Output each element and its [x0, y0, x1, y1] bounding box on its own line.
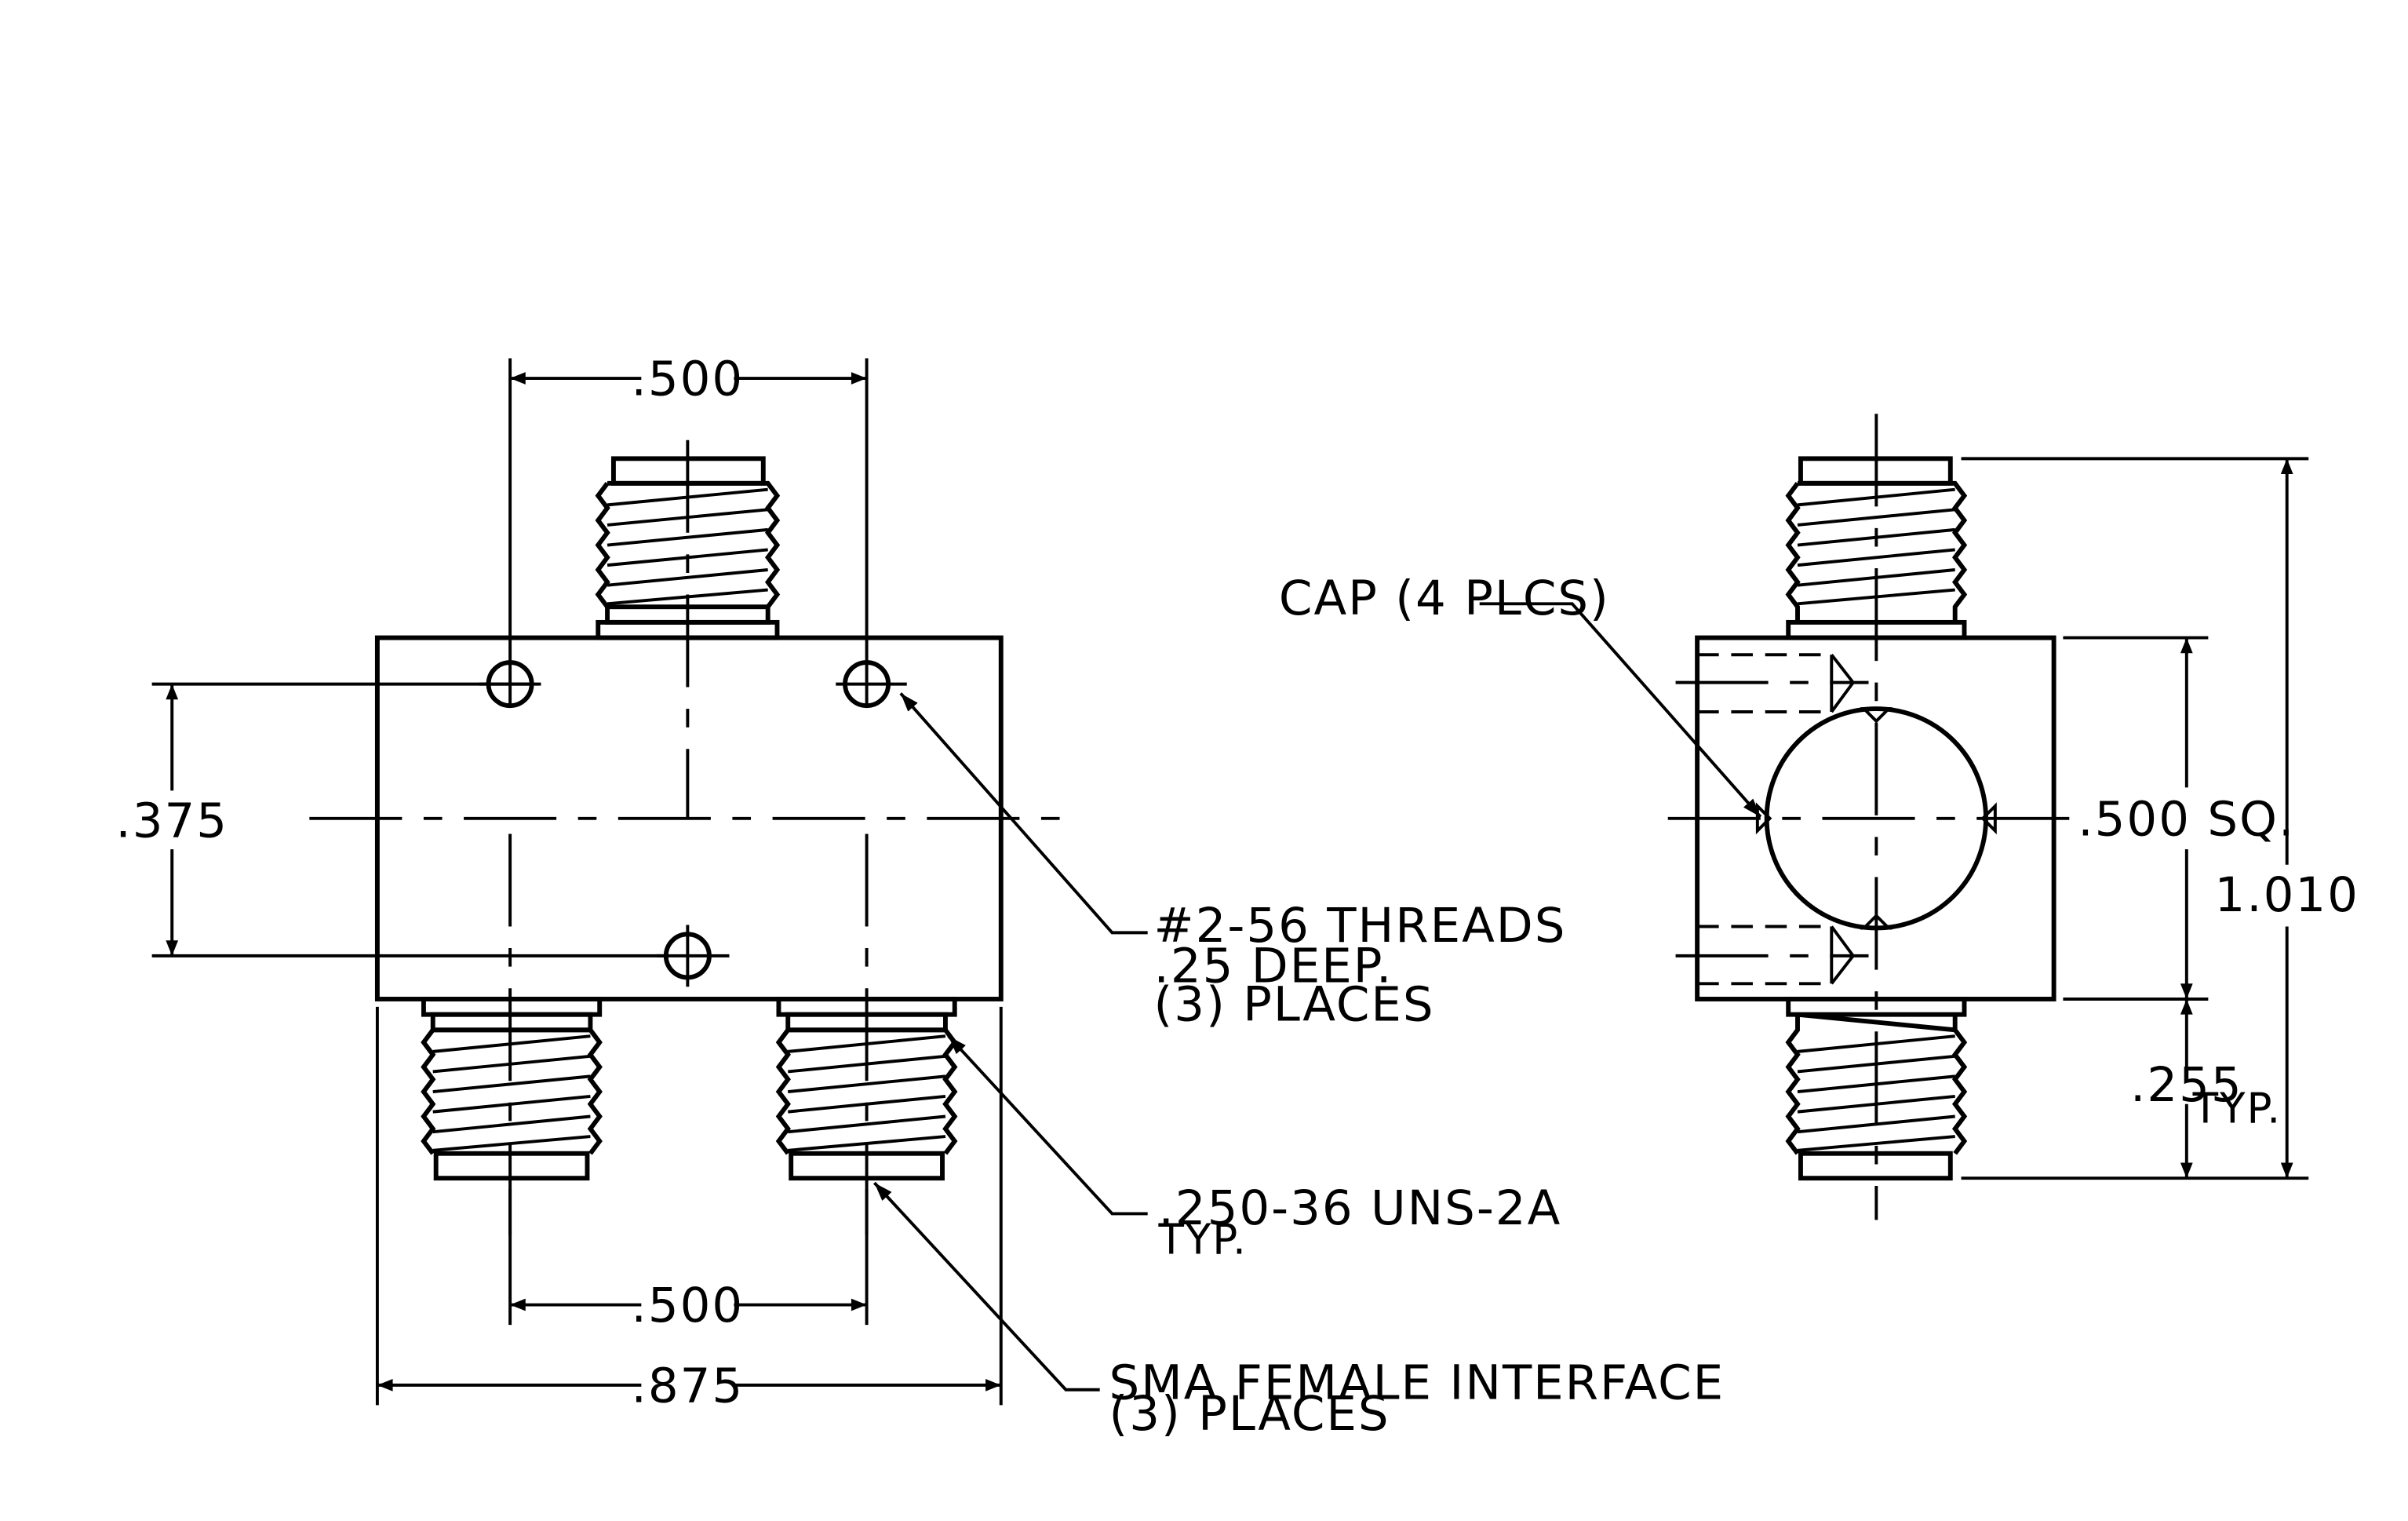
tapped-hole	[836, 660, 907, 709]
dim-top-spacing: .500	[632, 352, 745, 407]
dim-connector-length: .255	[2130, 1057, 2243, 1113]
hidden-tapped-hole	[1675, 653, 1869, 713]
dim-square-size: .500 SQ.	[2078, 791, 2295, 847]
dim-overall-width: .875	[632, 1359, 745, 1414]
tapped-hole	[657, 925, 730, 987]
callout-threads-line1: #2-56 THREADS	[1154, 898, 1567, 954]
front-view: .500 .500 .875 .375 #2-56 THREADS .25 DE…	[115, 352, 1725, 1442]
callout-threads-line3: (3) PLACES	[1154, 977, 1435, 1033]
dim-hole-spacing-vertical: .375	[115, 793, 228, 848]
dim-connector-length-note: TYP.	[2192, 1084, 2282, 1133]
callout-sma-line2: (3) PLACES	[1109, 1386, 1390, 1442]
side-view: .500 SQ. .255 TYP. 1.010 CAP (4 PLCS)	[1279, 414, 2359, 1220]
callout-uns-thread-line1: .250-36 UNS-2A	[1158, 1180, 1561, 1236]
dim-overall-height: 1.010	[2214, 867, 2359, 923]
top-sma-connector	[595, 440, 781, 819]
callout-uns-thread-line2: TYP.	[1157, 1216, 1247, 1264]
dim-bottom-spacing: .500	[632, 1278, 745, 1333]
callout-sma-line1: SMA FEMALE INTERFACE	[1109, 1355, 1725, 1411]
callout-threads-line2: .25 DEEP.	[1154, 938, 1393, 994]
hidden-tapped-hole	[1675, 925, 1869, 986]
callout-cap: CAP (4 PLCS)	[1279, 571, 1610, 626]
